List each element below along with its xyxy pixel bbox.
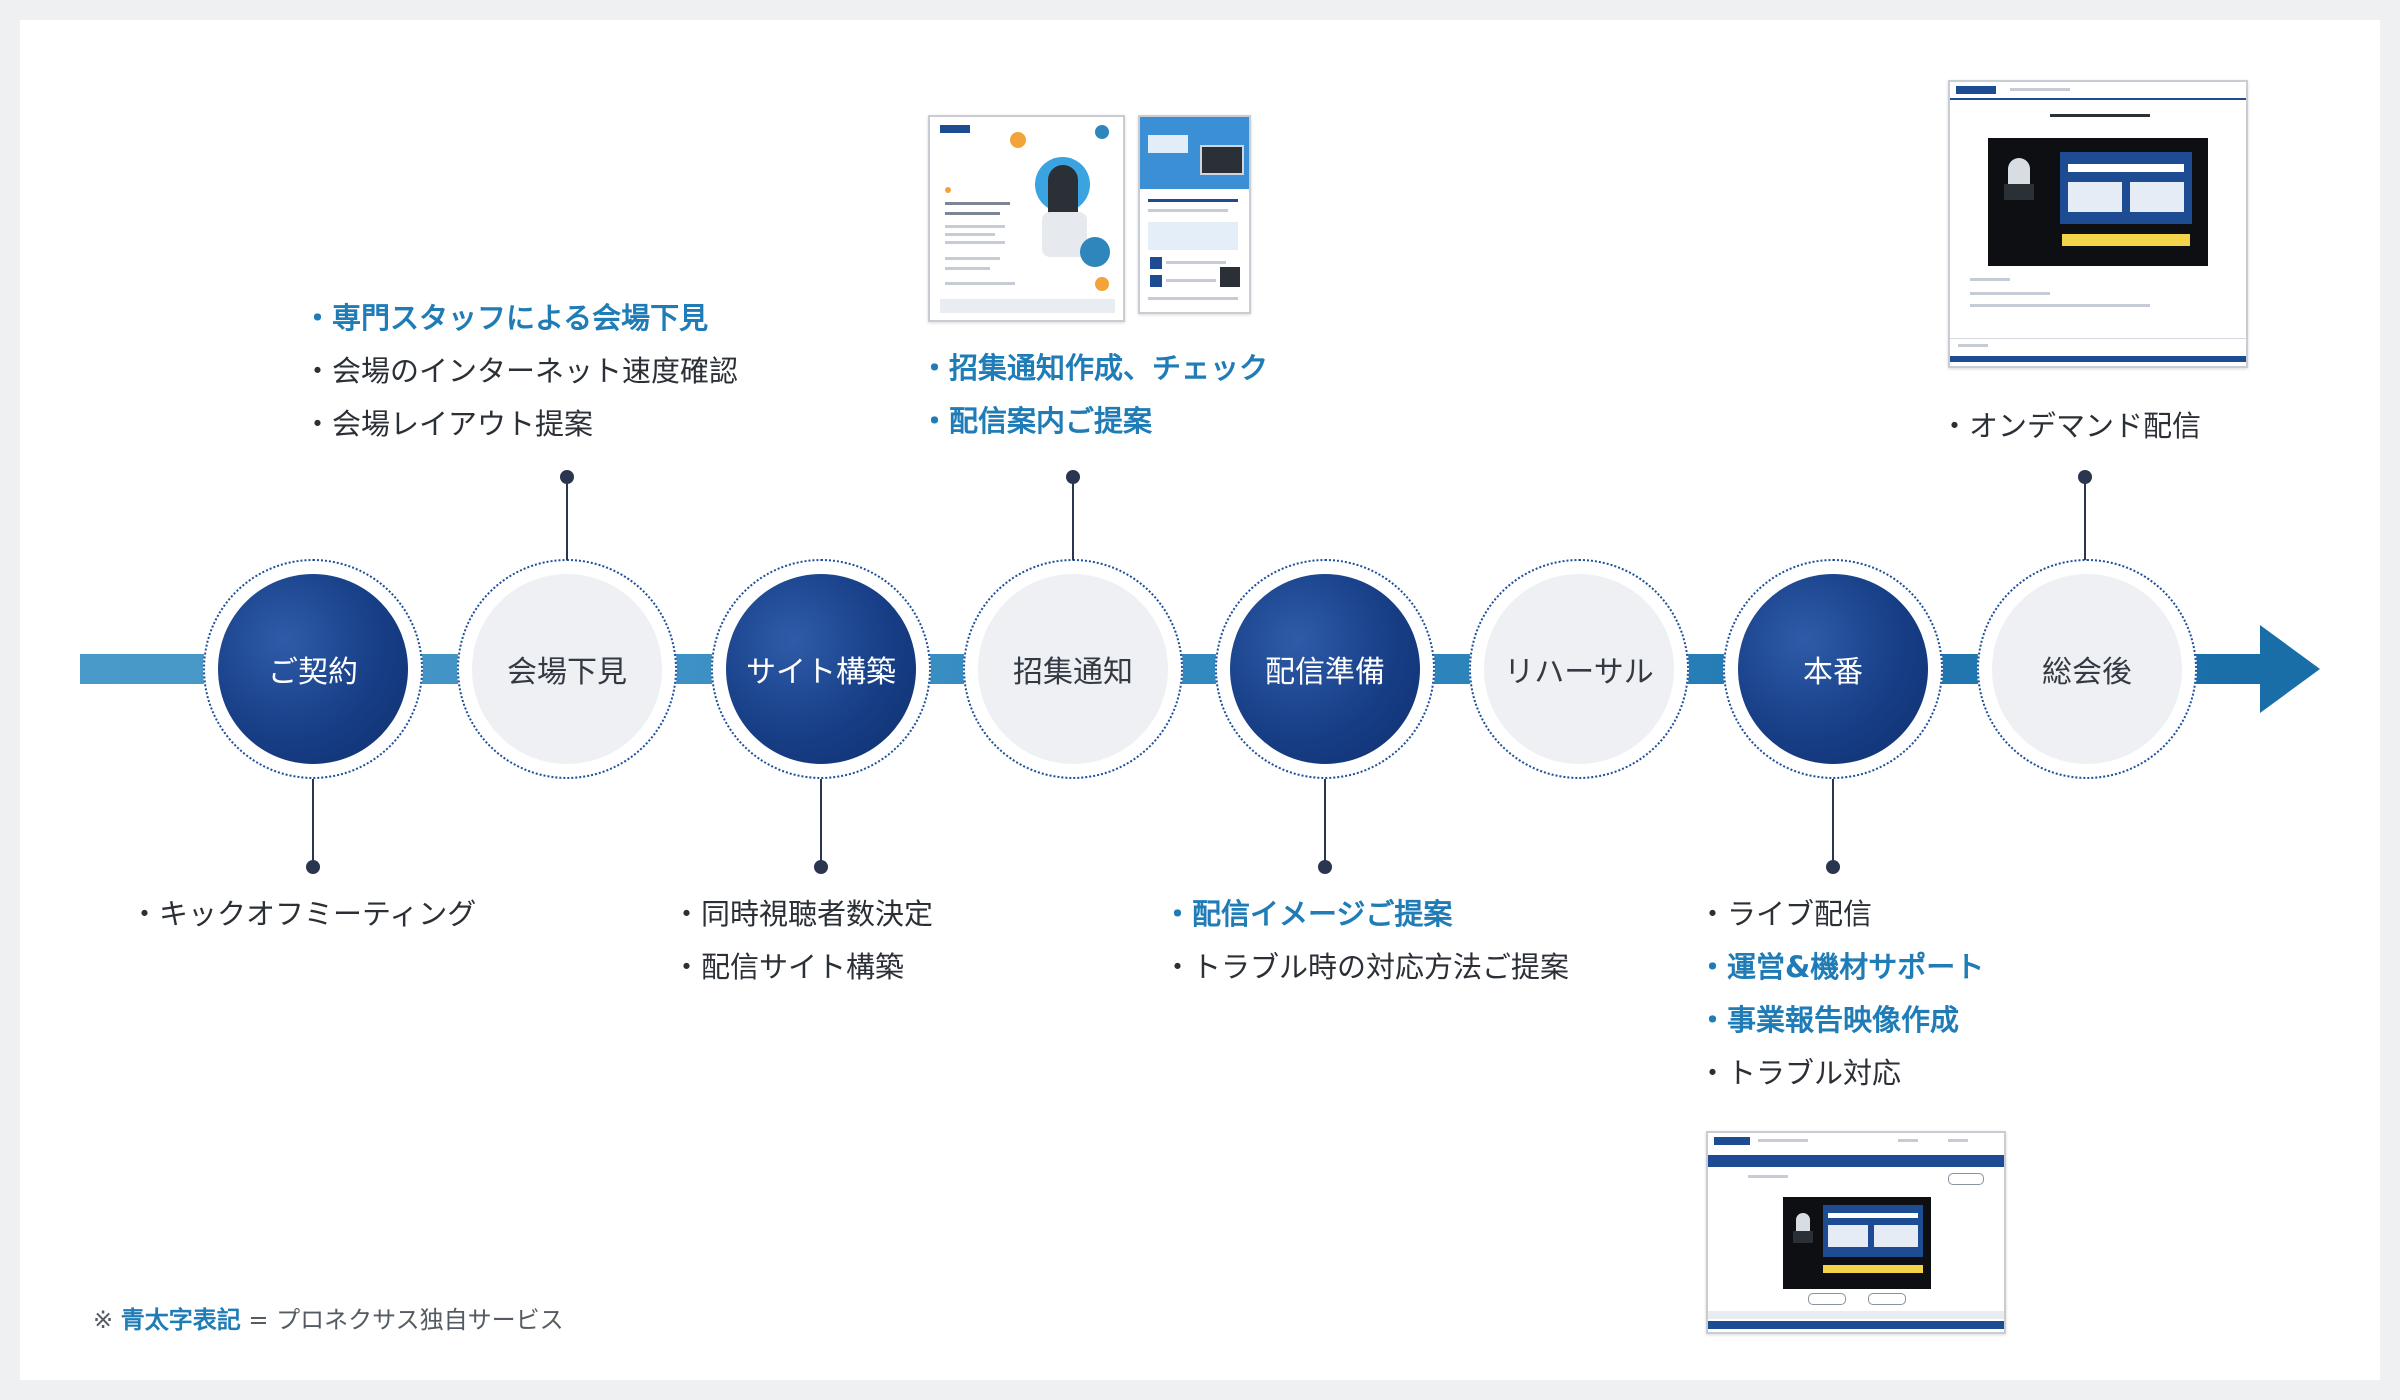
annotation-item: ・トラブル対応	[1698, 1056, 1902, 1090]
annotation-keiyaku: ・キックオフミーティング	[130, 888, 476, 941]
connector-dot	[1826, 860, 1840, 874]
connector-dot	[2078, 470, 2092, 484]
annotation-item: ・配信イメージご提案	[1163, 897, 1453, 931]
annotation-haishin: ・配信イメージご提案 ・トラブル時の対応方法ご提案	[1163, 888, 1569, 994]
annotation-item: ・キックオフミーティング	[130, 897, 477, 931]
connector-dot	[560, 470, 574, 484]
legend-suffix: = プロネクサス独自サービス	[240, 1306, 564, 1334]
step-shoshu-tsuchi: 招集通知	[963, 559, 1183, 779]
step-label: 会場下見	[472, 574, 662, 764]
timeline-arrow-icon	[2260, 625, 2320, 713]
annotation-shoshu: ・招集通知作成、チェック ・配信案内ご提案	[920, 342, 1268, 448]
annotation-kaijo: ・専門スタッフによる会場下見 ・会場のインターネット速度確認 ・会場レイアウト提…	[303, 292, 738, 451]
annotation-site: ・同時視聴者数決定 ・配信サイト構築	[672, 888, 933, 994]
step-rehearsal: リハーサル	[1469, 559, 1689, 779]
annotation-item: ・配信案内ご提案	[920, 404, 1153, 438]
connector-line	[1832, 779, 1834, 867]
annotation-item: ・専門スタッフによる会場下見	[303, 301, 709, 335]
annotation-item: ・運営&機材サポート	[1698, 950, 1985, 984]
annotation-item: ・配信サイト構築	[672, 950, 905, 984]
annotation-honban: ・ライブ配信 ・運営&機材サポート ・事業報告映像作成 ・トラブル対応	[1698, 888, 1984, 1100]
step-kaijo-shitami: 会場下見	[457, 559, 677, 779]
step-label: ご契約	[218, 574, 408, 764]
live-screen-thumbnail	[1706, 1131, 2006, 1334]
annotation-item: ・オンデマンド配信	[1940, 409, 2202, 443]
step-label: リハーサル	[1484, 574, 1674, 764]
step-haishin-junbi: 配信準備	[1215, 559, 1435, 779]
connector-dot	[1318, 860, 1332, 874]
step-label: 招集通知	[978, 574, 1168, 764]
step-keiyaku: ご契約	[203, 559, 423, 779]
step-label: 本番	[1738, 574, 1928, 764]
connector-dot	[1066, 470, 1080, 484]
step-honban: 本番	[1723, 559, 1943, 779]
step-sokaigo: 総会後	[1977, 559, 2197, 779]
annotation-item: ・事業報告映像作成	[1698, 1003, 1960, 1037]
connector-dot	[306, 860, 320, 874]
annotation-item: ・トラブル時の対応方法ご提案	[1163, 950, 1570, 984]
step-label: サイト構築	[726, 574, 916, 764]
annotation-item: ・招集通知作成、チェック	[920, 351, 1269, 385]
annotation-item: ・会場レイアウト提案	[303, 407, 594, 441]
stream-guide-thumbnail	[1138, 115, 1251, 314]
connector-line	[2084, 478, 2086, 560]
legend-highlight: 青太字表記	[120, 1306, 241, 1334]
annotation-item: ・同時視聴者数決定	[672, 897, 934, 931]
annotation-item: ・ライブ配信	[1698, 897, 1873, 931]
step-site-kochiku: サイト構築	[711, 559, 931, 779]
connector-line	[1072, 478, 1074, 560]
step-label: 配信準備	[1230, 574, 1420, 764]
step-label: 総会後	[1992, 574, 2182, 764]
ondemand-screen-thumbnail	[1948, 80, 2248, 368]
connector-line	[312, 779, 314, 867]
connector-line	[820, 779, 822, 867]
connector-line	[1324, 779, 1326, 867]
annotation-sokaigo: ・オンデマンド配信	[1940, 400, 2201, 453]
connector-line	[566, 478, 568, 560]
legend-note: ※ 青太字表記 = プロネクサス独自サービス	[93, 1300, 564, 1335]
annotation-item: ・会場のインターネット速度確認	[303, 354, 739, 388]
legend-prefix: ※	[93, 1306, 121, 1334]
connector-dot	[814, 860, 828, 874]
notice-brochure-thumbnail	[928, 115, 1125, 322]
